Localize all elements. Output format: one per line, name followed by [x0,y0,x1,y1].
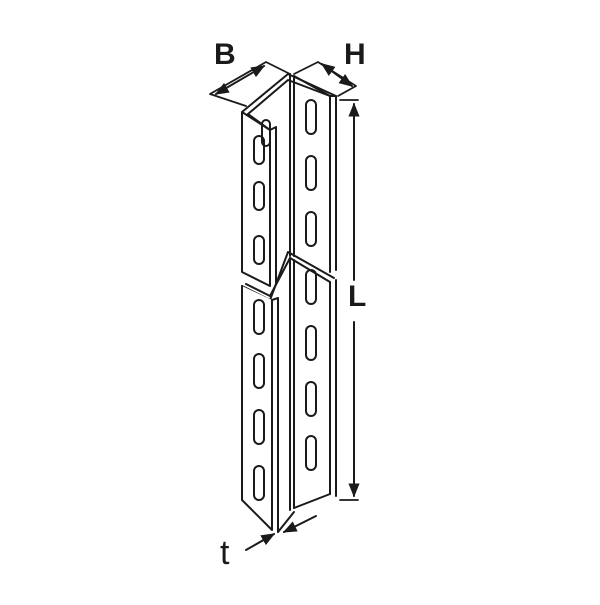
dimension-b [209,61,291,107]
dimension-label-l: L [348,280,367,313]
dimension-l [339,99,360,501]
dimension-label-b: B [214,38,236,71]
dimension-t [245,515,317,551]
lower-section [241,251,337,533]
dimension-label-h: H [344,38,366,71]
upper-section [241,73,337,287]
dimension-label-t: t [220,534,230,572]
dimension-h [293,61,357,97]
